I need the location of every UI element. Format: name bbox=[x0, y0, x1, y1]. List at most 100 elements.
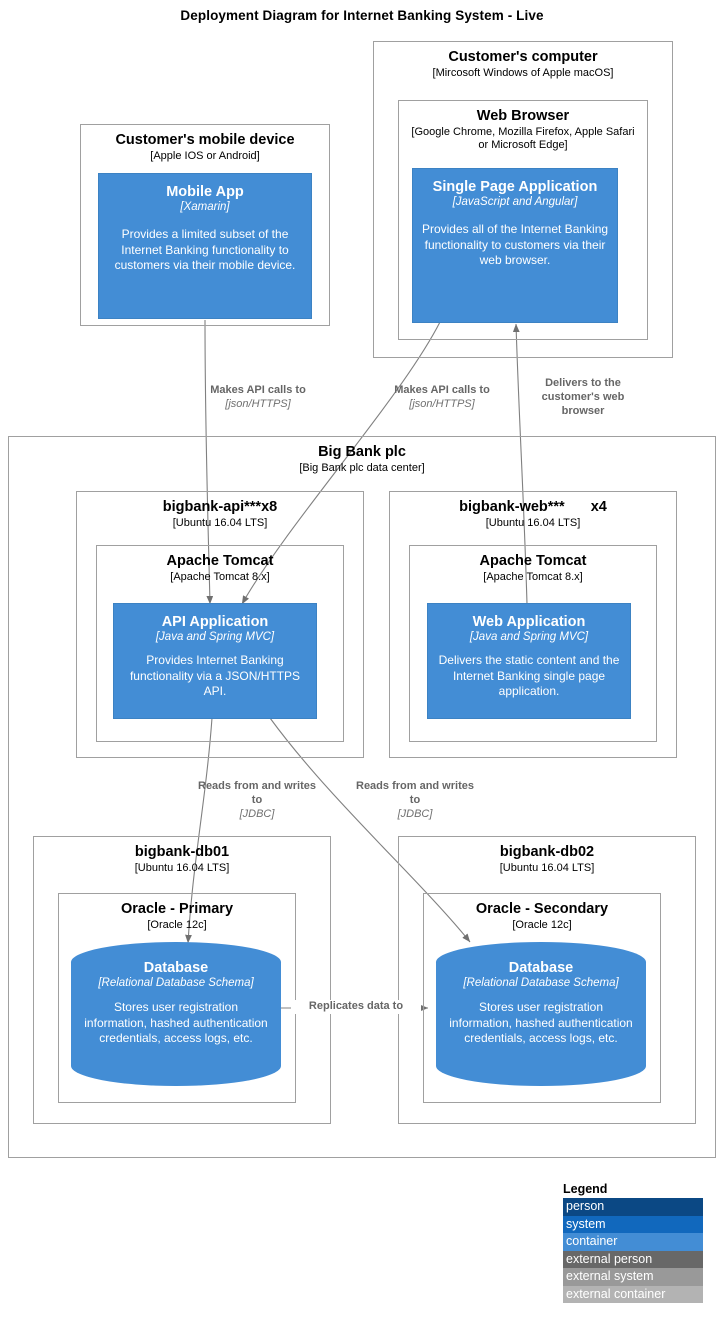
legend-item-label: external system bbox=[566, 1269, 654, 1283]
node-header: bigbank-db01 [Ubuntu 16.04 LTS] bbox=[34, 837, 330, 875]
container-description: Stores user registration information, ha… bbox=[84, 1000, 268, 1046]
container-name: Mobile App bbox=[166, 184, 244, 200]
node-name: Apache Tomcat bbox=[166, 553, 274, 569]
relationship-label-text: Makes API calls to bbox=[210, 384, 306, 396]
container-description: Provides all of the Internet Banking fun… bbox=[421, 222, 609, 268]
node-name: Customer's computer bbox=[448, 49, 598, 65]
container-api-application[interactable]: API Application [Java and Spring MVC] Pr… bbox=[113, 603, 317, 719]
node-technology: [Oracle 12c] bbox=[147, 918, 207, 931]
legend-item-label: system bbox=[566, 1216, 606, 1231]
node-customers-mobile-device[interactable]: Customer's mobile device [Apple IOS or A… bbox=[80, 124, 330, 326]
node-apache-tomcat-web[interactable]: Apache Tomcat [Apache Tomcat 8.x] bbox=[409, 545, 657, 742]
container-single-page-application[interactable]: Single Page Application [JavaScript and … bbox=[412, 168, 618, 323]
legend-item-label: person bbox=[566, 1199, 605, 1213]
node-technology: [Ubuntu 16.04 LTS] bbox=[485, 516, 581, 529]
legend-title: Legend bbox=[563, 1182, 608, 1196]
container-technology: [JavaScript and Angular] bbox=[452, 195, 578, 208]
legend-item-system: system bbox=[563, 1215, 703, 1233]
node-technology: [Big Bank plc data center] bbox=[299, 461, 425, 474]
node-name: Oracle - Primary bbox=[120, 901, 234, 917]
node-bigbank-web[interactable]: bigbank-web*** x4 [Ubuntu 16.04 LTS] bbox=[389, 491, 677, 758]
relationship-label-technology: [JDBC] bbox=[239, 807, 275, 820]
node-name: Web Browser bbox=[476, 108, 570, 124]
node-technology: [Mircosoft Windows of Apple macOS] bbox=[432, 66, 614, 79]
relationship-label-text: Makes API calls to bbox=[394, 384, 490, 396]
node-oracle-secondary[interactable]: Oracle - Secondary [Oracle 12c] bbox=[423, 893, 661, 1103]
container-web-application[interactable]: Web Application [Java and Spring MVC] De… bbox=[427, 603, 631, 719]
node-name: Oracle - Secondary bbox=[475, 901, 609, 917]
container-description: Provides Internet Banking functionality … bbox=[129, 653, 301, 699]
node-header: bigbank-db02 [Ubuntu 16.04 LTS] bbox=[399, 837, 695, 875]
node-bigbank-db02[interactable]: bigbank-db02 [Ubuntu 16.04 LTS] bbox=[398, 836, 696, 1124]
legend-item-label: external person bbox=[566, 1251, 653, 1266]
legend: Legend person system container external … bbox=[563, 1182, 703, 1303]
node-technology: [Apache Tomcat 8.x] bbox=[483, 570, 583, 583]
legend-item-label: container bbox=[566, 1234, 618, 1248]
relationship-label-api-to-db02: Reads from and writes to [JDBC] bbox=[353, 780, 477, 821]
legend-item-external-person: external person bbox=[563, 1250, 703, 1268]
node-header: Customer's mobile device [Apple IOS or A… bbox=[81, 125, 329, 163]
relationship-label-mobile-to-api: Makes API calls to [json/HTTPS] bbox=[182, 384, 334, 412]
node-header: bigbank-web*** x4 [Ubuntu 16.04 LTS] bbox=[390, 492, 676, 530]
container-name: Database bbox=[143, 960, 209, 976]
relationship-label-db-replication: Replicates data to bbox=[291, 1000, 421, 1014]
node-header: Apache Tomcat [Apache Tomcat 8.x] bbox=[97, 546, 343, 584]
node-big-bank-plc[interactable]: Big Bank plc [Big Bank plc data center] bbox=[8, 436, 716, 1158]
container-technology: [Java and Spring MVC] bbox=[155, 630, 275, 643]
node-name: bigbank-api***x8 bbox=[162, 499, 278, 515]
node-technology: [Ubuntu 16.04 LTS] bbox=[172, 516, 268, 529]
relationship-label-text: Replicates data to bbox=[308, 1000, 404, 1012]
container-name: Database bbox=[508, 960, 574, 976]
legend-item-container: container bbox=[563, 1233, 703, 1251]
node-header: Web Browser [Google Chrome, Mozilla Fire… bbox=[399, 101, 647, 152]
node-header: Apache Tomcat [Apache Tomcat 8.x] bbox=[410, 546, 656, 584]
node-header: bigbank-api***x8 [Ubuntu 16.04 LTS] bbox=[77, 492, 363, 530]
relationship-label-api-to-db01: Reads from and writes to [JDBC] bbox=[195, 780, 319, 821]
node-web-browser[interactable]: Web Browser [Google Chrome, Mozilla Fire… bbox=[398, 100, 648, 340]
container-description: Provides a limited subset of the Interne… bbox=[114, 227, 296, 273]
container-description: Stores user registration information, ha… bbox=[449, 1000, 633, 1046]
relationship-label-text: Delivers to the customer's web browser bbox=[541, 377, 625, 417]
node-name: Customer's mobile device bbox=[115, 132, 295, 148]
legend-item-person: person bbox=[563, 1198, 703, 1216]
node-customers-computer[interactable]: Customer's computer [Mircosoft Windows o… bbox=[373, 41, 673, 358]
legend-item-external-system: external system bbox=[563, 1268, 703, 1286]
node-technology: [Ubuntu 16.04 LTS] bbox=[499, 861, 595, 874]
node-header: Oracle - Primary [Oracle 12c] bbox=[59, 894, 295, 932]
page-title: Deployment Diagram for Internet Banking … bbox=[180, 8, 544, 23]
legend-item-label: external container bbox=[566, 1286, 666, 1301]
container-technology: [Relational Database Schema] bbox=[463, 976, 619, 989]
node-bigbank-db01[interactable]: bigbank-db01 [Ubuntu 16.04 LTS] bbox=[33, 836, 331, 1124]
container-technology: [Xamarin] bbox=[180, 200, 230, 213]
node-header: Big Bank plc [Big Bank plc data center] bbox=[9, 437, 715, 475]
relationship-label-spa-to-api: Makes API calls to [json/HTTPS] bbox=[366, 384, 518, 412]
node-name: bigbank-web*** x4 bbox=[390, 499, 676, 516]
node-instance-count: x4 bbox=[590, 499, 607, 515]
node-name-text: bigbank-web*** bbox=[459, 499, 565, 515]
container-database-primary[interactable]: Database [Relational Database Schema] St… bbox=[71, 942, 281, 1086]
node-apache-tomcat-api[interactable]: Apache Tomcat [Apache Tomcat 8.x] bbox=[96, 545, 344, 742]
node-bigbank-api[interactable]: bigbank-api***x8 [Ubuntu 16.04 LTS] bbox=[76, 491, 364, 758]
container-technology: [Java and Spring MVC] bbox=[469, 630, 589, 643]
node-technology: [Oracle 12c] bbox=[512, 918, 572, 931]
container-database-secondary[interactable]: Database [Relational Database Schema] St… bbox=[436, 942, 646, 1086]
relationship-label-technology: [JDBC] bbox=[397, 807, 433, 820]
relationship-label-text: Reads from and writes to bbox=[356, 780, 474, 806]
node-technology: [Apple IOS or Android] bbox=[150, 149, 260, 162]
node-name: Apache Tomcat bbox=[479, 553, 587, 569]
node-oracle-primary[interactable]: Oracle - Primary [Oracle 12c] bbox=[58, 893, 296, 1103]
node-technology: [Apache Tomcat 8.x] bbox=[170, 570, 270, 583]
relationship-label-technology: [json/HTTPS] bbox=[225, 397, 291, 410]
relationship-label-text: Reads from and writes to bbox=[198, 780, 316, 806]
node-header: Customer's computer [Mircosoft Windows o… bbox=[374, 42, 672, 80]
node-technology: [Google Chrome, Mozilla Firefox, Apple S… bbox=[411, 125, 635, 151]
container-description: Delivers the static content and the Inte… bbox=[438, 653, 620, 699]
node-name: bigbank-db02 bbox=[499, 844, 595, 860]
node-name: bigbank-db01 bbox=[134, 844, 230, 860]
legend-item-external-container: external container bbox=[563, 1285, 703, 1303]
relationship-label-web-to-browser: Delivers to the customer's web browser bbox=[528, 377, 638, 418]
node-header: Oracle - Secondary [Oracle 12c] bbox=[424, 894, 660, 932]
container-mobile-app[interactable]: Mobile App [Xamarin] Provides a limited … bbox=[98, 173, 312, 319]
node-technology: [Ubuntu 16.04 LTS] bbox=[134, 861, 230, 874]
